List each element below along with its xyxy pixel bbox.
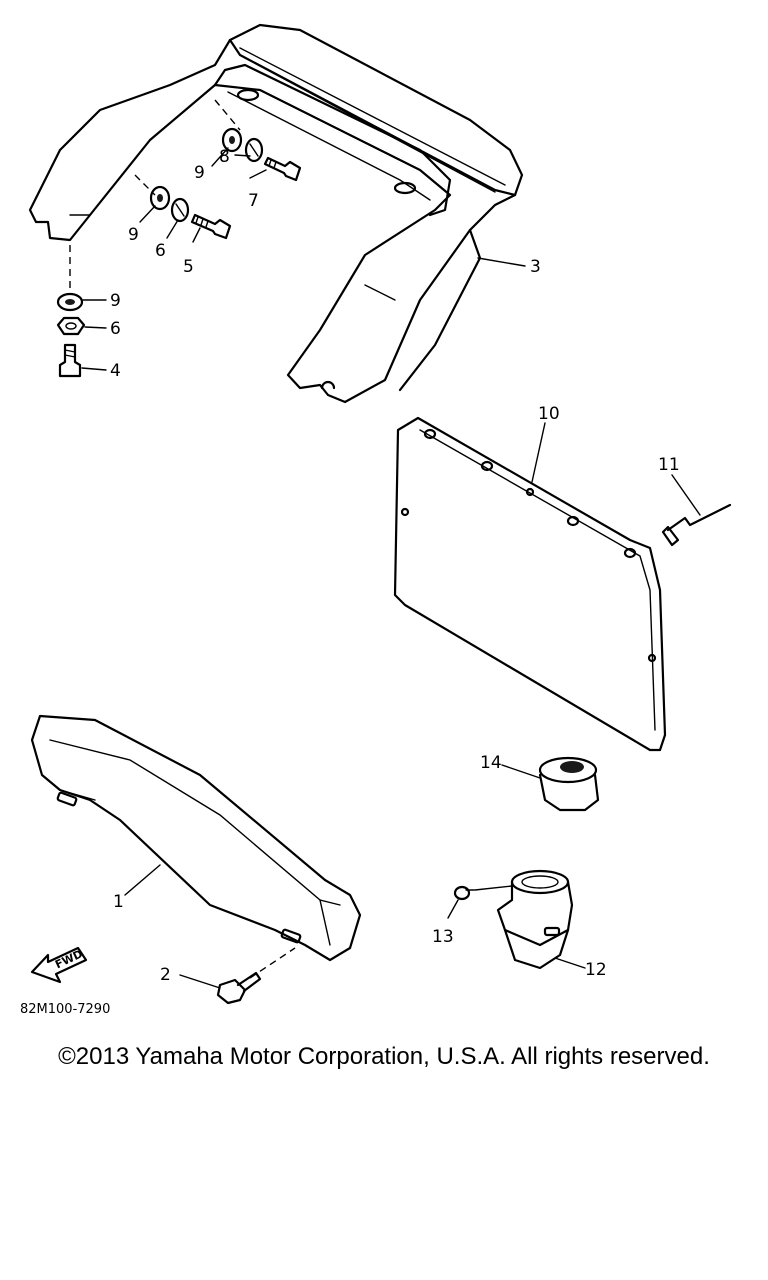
callout-6-upper: 6 — [155, 241, 166, 261]
callout-2: 2 — [160, 965, 171, 985]
callout-6-lower: 6 — [110, 319, 121, 339]
leader-lines — [81, 147, 701, 989]
callout-9-upper: 9 — [194, 163, 205, 183]
callout-1: 1 — [113, 892, 124, 912]
callout-7: 7 — [248, 191, 259, 211]
callout-11: 11 — [658, 455, 680, 475]
part-2-screw — [216, 947, 296, 1005]
fwd-arrow-icon: FWD — [30, 946, 88, 984]
part-13-plug — [453, 885, 475, 901]
callout-9-lower: 9 — [110, 291, 121, 311]
part-1-rear-guard — [30, 714, 362, 962]
parts-diagram: FWD 1 2 3 4 5 6 6 7 8 9 9 9 10 11 — [28, 23, 732, 1005]
part-12-socket — [496, 869, 574, 970]
callout-numbers: 1 2 3 4 5 6 6 7 8 9 9 9 10 11 12 13 14 — [110, 147, 680, 985]
callout-8: 8 — [219, 147, 230, 167]
part-14-grommet — [538, 756, 600, 812]
part-11-rivet — [661, 503, 732, 547]
callout-9-mid: 9 — [128, 225, 139, 245]
callout-12: 12 — [585, 960, 607, 980]
hardware-stack-left — [56, 99, 302, 378]
callout-3: 3 — [530, 257, 541, 277]
callout-14: 14 — [480, 753, 502, 773]
copyright-notice: ©2013 Yamaha Motor Corporation, U.S.A. A… — [58, 1043, 710, 1070]
callout-10: 10 — [538, 404, 560, 424]
callout-13: 13 — [432, 927, 454, 947]
part-10-flap-plate — [393, 416, 667, 752]
diagram-reference-code: 82M100-7290 — [20, 1002, 111, 1017]
callout-5: 5 — [183, 257, 194, 277]
callout-4: 4 — [110, 361, 121, 381]
part-3-carrier-frame — [28, 23, 524, 404]
